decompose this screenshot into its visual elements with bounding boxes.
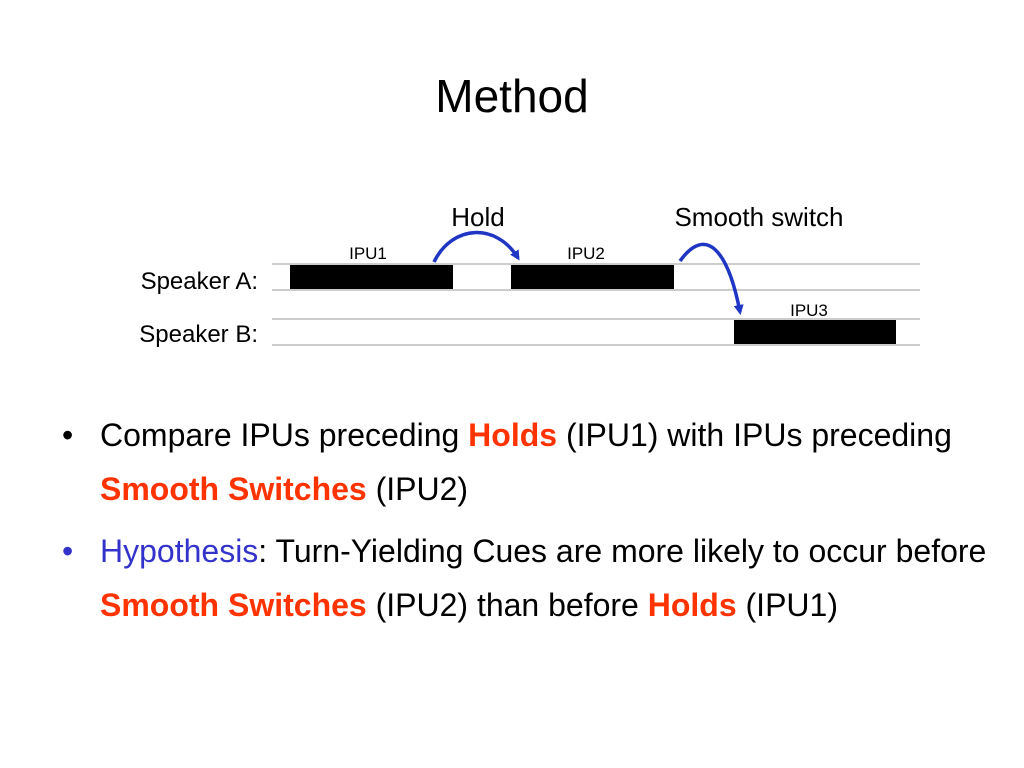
speaker-a-label: Speaker A: [141, 268, 258, 295]
smooth-switch-arrow [678, 242, 744, 315]
bullet-item-hypothesis: • Hypothesis: Turn-Yielding Cues are mor… [62, 524, 1002, 632]
ipu2-label: IPU2 [567, 244, 605, 263]
speaker-b-label: Speaker B: [139, 321, 258, 348]
ipu2-block [511, 265, 674, 289]
bullet-text: Hypothesis: Turn-Yielding Cues are more … [100, 533, 987, 623]
ipu3-block [734, 320, 896, 344]
ipu1-label: IPU1 [349, 244, 387, 263]
bullet-text: Compare IPUs preceding Holds (IPU1) with… [100, 417, 952, 507]
slide-title: Method [435, 70, 589, 122]
bullet-item-compare: • Compare IPUs preceding Holds (IPU1) wi… [62, 408, 1002, 516]
hold-label: Hold [451, 202, 504, 232]
ipu1-block [290, 265, 453, 289]
turn-taking-diagram: Hold Smooth switch IPU1 IPU2 IPU3 Speake… [139, 202, 920, 348]
bullet-marker: • [62, 533, 74, 569]
smooth-switch-label: Smooth switch [674, 202, 843, 232]
bullet-list: • Compare IPUs preceding Holds (IPU1) wi… [62, 408, 1002, 640]
bullet-marker: • [62, 417, 74, 453]
ipu3-label: IPU3 [790, 301, 828, 320]
hold-arrow [432, 230, 520, 263]
